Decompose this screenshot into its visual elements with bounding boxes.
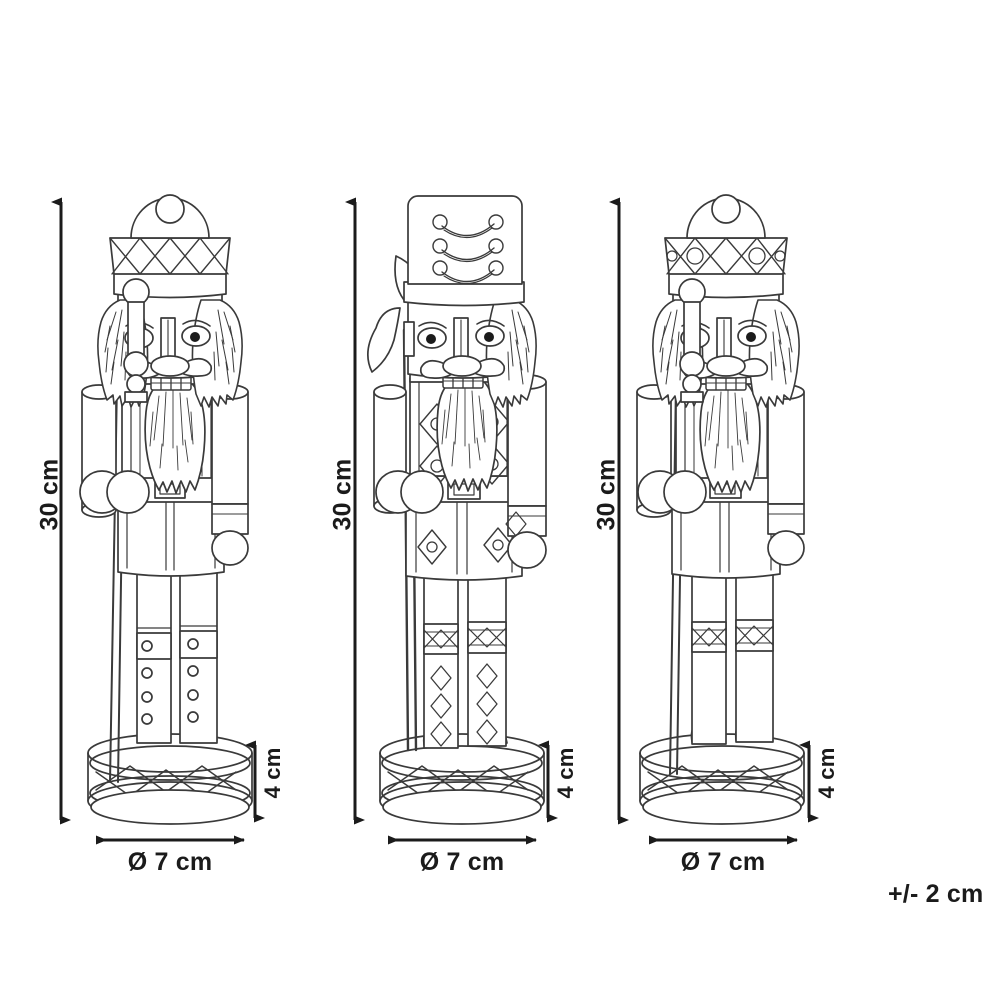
diameter-label-figure-1: Ø 7 cm xyxy=(127,848,213,876)
figure-2-artwork xyxy=(367,195,547,825)
diameter-label-figure-2: Ø 7 cm xyxy=(419,848,505,876)
figure-1-artwork xyxy=(79,194,253,825)
dimension-lines xyxy=(51,197,819,845)
height-label-figure-1: 30 cm xyxy=(35,458,64,531)
height-label-figure-3: 30 cm xyxy=(592,458,621,531)
diameter-label-figure-3: Ø 7 cm xyxy=(680,848,766,876)
height-label-figure-2: 30 cm xyxy=(328,458,357,531)
tolerance-note: +/- 2 cm xyxy=(888,880,984,908)
base-height-label-figure-3: 4 cm xyxy=(814,747,839,799)
base-height-label-figure-2: 4 cm xyxy=(553,747,578,799)
figure-3-artwork xyxy=(636,194,805,825)
base-height-label-figure-1: 4 cm xyxy=(260,747,285,799)
